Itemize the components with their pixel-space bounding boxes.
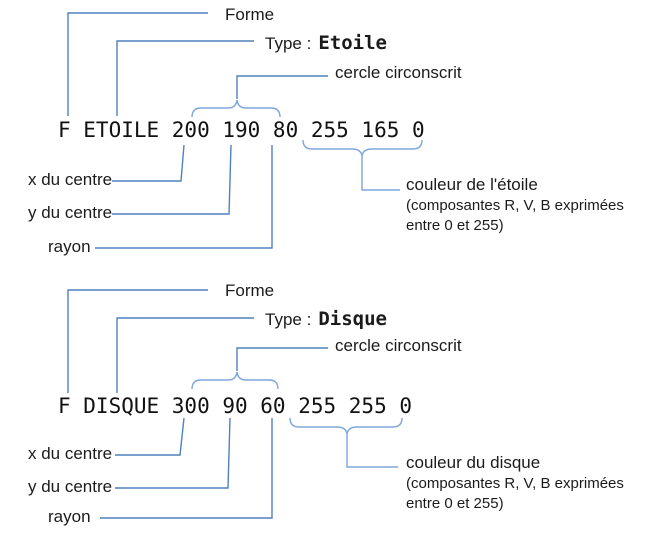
y-center-label: y du centre: [28, 477, 113, 496]
type-label: Type : Etoile: [265, 32, 387, 55]
radius-label: rayon: [48, 237, 91, 256]
color-annotation: couleur du disque (composantes R, V, B e…: [406, 452, 624, 514]
y-center-label: y du centre: [28, 203, 113, 222]
radius-label: rayon: [48, 507, 91, 526]
etoile-braces: [191, 99, 423, 191]
y-connector: [115, 417, 231, 489]
color-note-line2: entre 0 et 255): [406, 217, 504, 234]
cercle-connector: [236, 347, 328, 371]
color-note-line2: entre 0 et 255): [406, 495, 504, 512]
code-line-etoile: F ETOILE 200 190 80 255 165 0: [58, 118, 425, 142]
forme-label: Forme: [225, 281, 275, 300]
type-value: Disque: [318, 308, 387, 330]
type-connector: [116, 317, 254, 393]
over-brace: [191, 99, 281, 118]
forme-label: Forme: [225, 5, 275, 24]
forme-connector: [67, 289, 208, 393]
disque-connectors: [67, 289, 328, 519]
x-center-label: x du centre: [28, 444, 113, 463]
color-label: couleur du disque: [406, 453, 541, 472]
under-brace: [289, 417, 403, 435]
cercle-connector: [236, 75, 328, 99]
forme-connector: [67, 12, 208, 116]
color-annotation: couleur de l'étoile (composantes R, V, B…: [406, 174, 624, 236]
type-connector: [116, 40, 254, 116]
color-note-line1: (composantes R, V, B exprimées: [406, 197, 624, 214]
disque-braces: [191, 371, 403, 468]
rayon-connector: [100, 418, 273, 519]
etoile-connectors: [67, 12, 328, 249]
x-center-label: x du centre: [28, 170, 113, 189]
couleur-connector: [361, 156, 400, 191]
color-label: couleur de l'étoile: [406, 175, 538, 194]
circumscribed-circle-label: cercle circonscrit: [335, 63, 462, 82]
over-brace: [191, 371, 279, 390]
type-label: Type : Disque: [265, 308, 387, 331]
x-connector: [112, 144, 185, 182]
y-connector: [112, 144, 232, 215]
x-connector: [115, 417, 185, 456]
couleur-connector: [346, 434, 398, 468]
type-prefix: Type :: [265, 34, 312, 53]
code-line-disque: F DISQUE 300 90 60 255 255 0: [58, 394, 413, 418]
color-note-line1: (composantes R, V, B exprimées: [406, 475, 624, 492]
circumscribed-circle-label: cercle circonscrit: [335, 336, 462, 355]
rayon-connector: [95, 145, 273, 249]
type-prefix: Type :: [265, 310, 312, 329]
type-value: Etoile: [318, 32, 387, 54]
